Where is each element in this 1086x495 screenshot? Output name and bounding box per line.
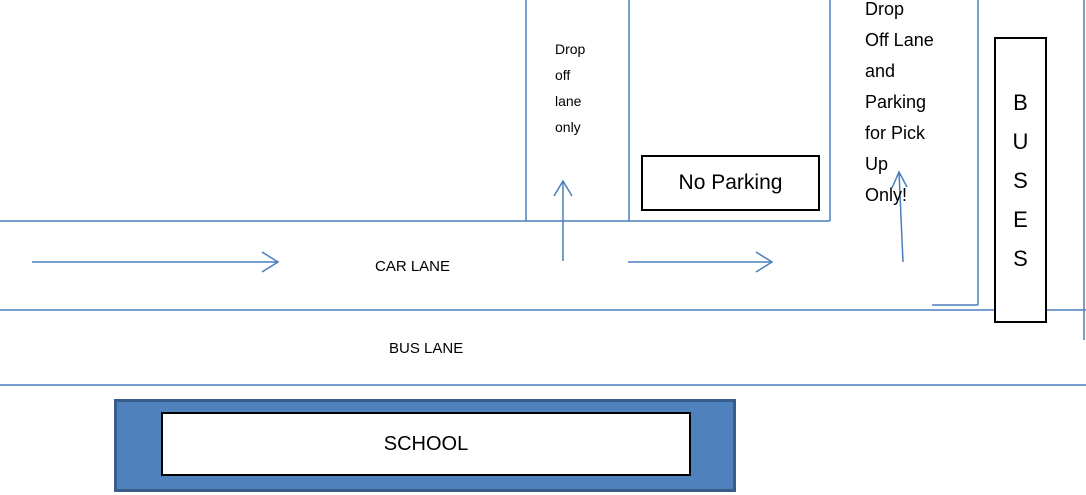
- no-parking-label: No Parking: [678, 171, 783, 194]
- arrow-up-icon: [891, 170, 908, 263]
- drop-off-lane-only-label: Drop off lane only: [555, 41, 586, 135]
- arrow-right-icon: [32, 251, 280, 273]
- buses-letter: S: [1013, 167, 1028, 193]
- bus-lane-label: BUS LANE: [389, 340, 464, 357]
- buses-letter: E: [1013, 206, 1028, 232]
- arrow-right-icon: [628, 251, 774, 273]
- buses-letter: S: [1013, 245, 1028, 271]
- school-sign: SCHOOL: [161, 412, 691, 476]
- car-lane-label: CAR LANE: [375, 258, 451, 275]
- buses-area: B U S E S: [994, 37, 1047, 323]
- drop-off-and-parking-label: Drop Off Lane and Parking for Pick Up On…: [865, 0, 934, 205]
- buses-letter: B: [1013, 89, 1028, 115]
- no-parking-sign: No Parking: [641, 155, 820, 211]
- arrow-up-icon: [553, 179, 573, 261]
- school-label: SCHOOL: [383, 432, 469, 455]
- buses-letter: U: [1012, 128, 1029, 154]
- school-building: SCHOOL: [114, 399, 736, 492]
